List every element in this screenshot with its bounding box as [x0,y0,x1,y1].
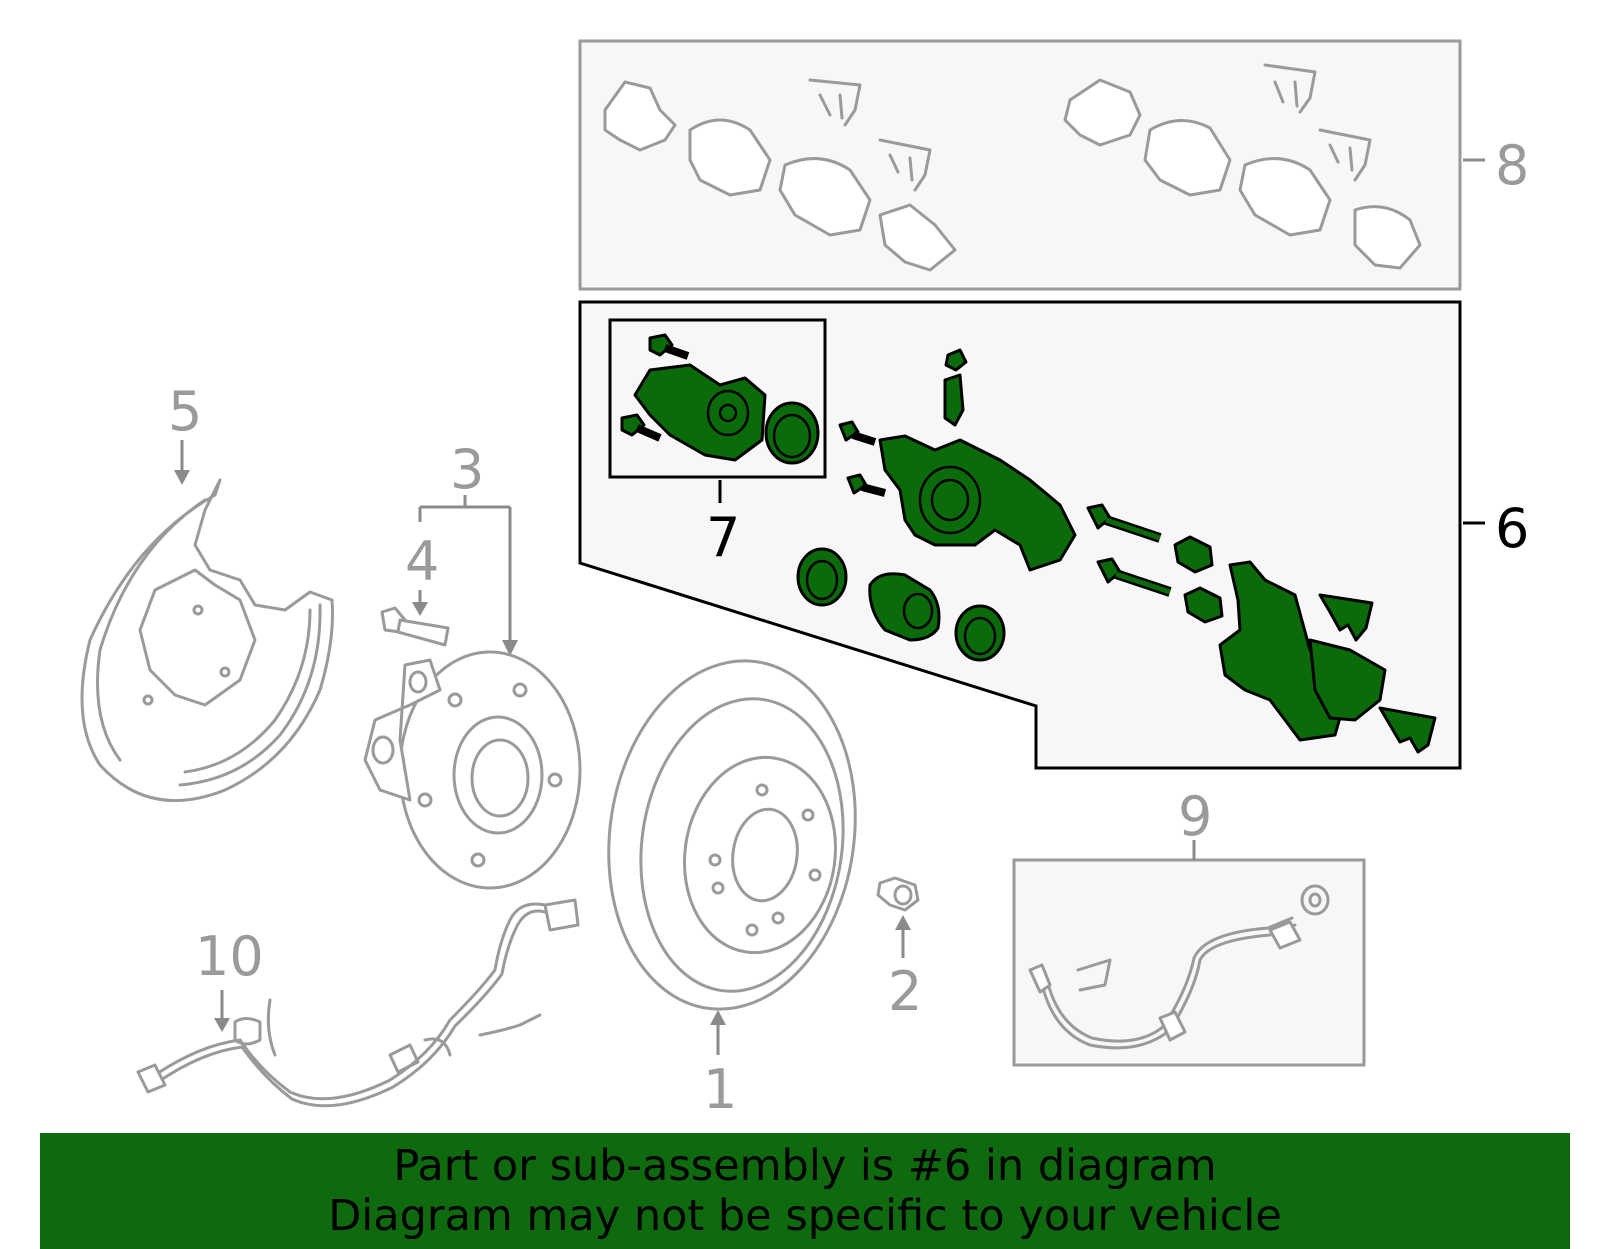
caliper-assembly-group-6[interactable]: 6 7 [578,300,1529,770]
callout-2: 2 [888,960,922,1023]
wiring-harness-10[interactable]: 10 [136,898,580,1108]
callout-10: 10 [195,925,264,988]
wear-sensor-group-9[interactable]: 9 [1012,785,1366,1067]
banner-line-2: Diagram may not be specific to your vehi… [328,1191,1282,1241]
callout-4: 4 [405,530,439,593]
callout-5: 5 [168,380,202,443]
callout-7: 7 [706,506,740,569]
info-banner: Part or sub-assembly is #6 in diagram Di… [40,1133,1570,1249]
splash-shield-5[interactable]: 5 [80,380,334,803]
wheel-stud-4[interactable]: 4 [380,530,450,647]
pad-kit-group-8[interactable]: 8 [578,39,1529,291]
rotor-screw-2[interactable]: 2 [876,876,922,1023]
callout-6: 6 [1495,497,1529,560]
brake-rotor-1[interactable]: 1 [587,645,877,1121]
callout-9: 9 [1178,785,1212,848]
callout-3: 3 [450,438,484,501]
hub-bearing-3[interactable]: 3 [363,438,582,890]
callout-1: 1 [703,1058,737,1121]
callout-8: 8 [1495,134,1529,197]
banner-line-1: Part or sub-assembly is #6 in diagram [393,1141,1217,1191]
